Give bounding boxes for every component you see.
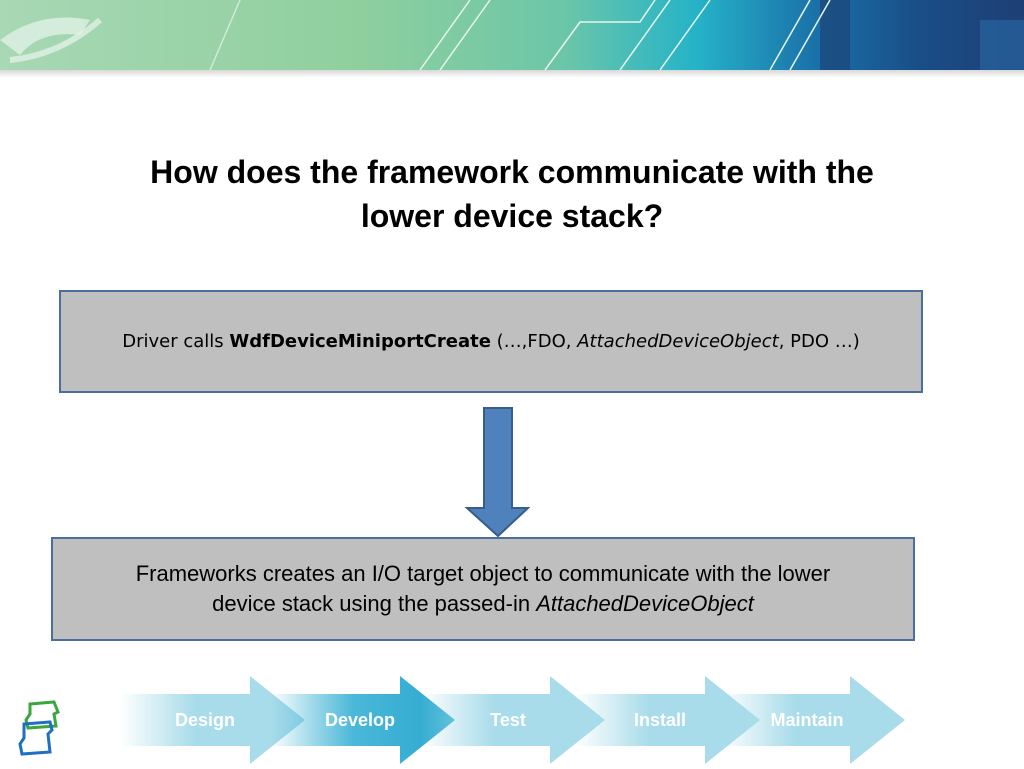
- step-maintain: Maintain: [720, 676, 910, 764]
- step-label: Test: [490, 710, 526, 730]
- title-line-1: How does the framework communicate with …: [150, 154, 874, 190]
- slide-title: How does the framework communicate with …: [60, 150, 964, 238]
- down-arrow-icon: [464, 407, 530, 538]
- driver-call-box: Driver calls WdfDeviceMiniportCreate (…,…: [59, 290, 923, 393]
- box1-args: (…,FDO,: [490, 331, 578, 352]
- function-name: WdfDeviceMiniportCreate: [229, 331, 491, 352]
- box2-line-1: Frameworks creates an I/O target object …: [135, 561, 831, 586]
- framework-io-target-box: Frameworks creates an I/O target object …: [51, 537, 915, 641]
- step-install: Install: [575, 676, 765, 764]
- process-steps: Design Develop Test Install Maintain: [120, 676, 920, 766]
- step-label: Install: [633, 710, 686, 730]
- step-design: Design: [120, 676, 310, 764]
- box1-prefix: Driver calls: [122, 331, 230, 352]
- box2-line-2-italic: AttachedDeviceObject: [536, 591, 754, 616]
- header-banner: [0, 0, 1024, 70]
- step-label: Develop: [324, 710, 396, 730]
- driver-call-text: Driver calls WdfDeviceMiniportCreate (…,…: [122, 331, 860, 352]
- logo-icon: [18, 700, 60, 756]
- banner-decoration: [0, 0, 1024, 70]
- step-label: Design: [174, 710, 235, 730]
- attached-device-object-arg: AttachedDeviceObject: [577, 331, 779, 352]
- box2-line-2: device stack using the passed-in Attache…: [136, 589, 831, 619]
- step-test: Test: [420, 676, 610, 764]
- box1-args-end: , PDO …): [778, 331, 860, 352]
- step-label: Maintain: [770, 710, 844, 730]
- banner-shadow: [0, 70, 1024, 78]
- title-line-2: lower device stack?: [360, 198, 664, 234]
- box2-line-2-prefix: device stack using the passed-in: [212, 591, 537, 616]
- step-develop: Develop: [270, 676, 460, 764]
